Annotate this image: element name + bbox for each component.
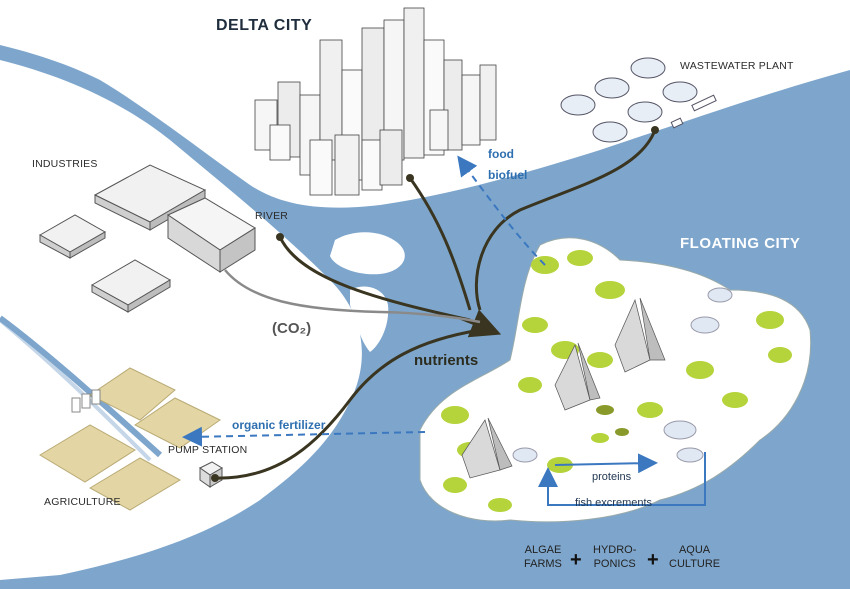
co2-label: (CO₂) [272, 320, 311, 337]
industries-label: INDUSTRIES [32, 158, 98, 170]
legend-plus-2: + [647, 549, 659, 572]
fish-excrements-label: fish excrements [575, 497, 652, 509]
legend-hydro-line2: PONICS [593, 557, 636, 571]
delta-node [406, 174, 414, 182]
legend-aquaculture: AQUA CULTURE [669, 543, 720, 571]
legend-hydroponics: HYDRO- PONICS [593, 543, 636, 571]
wastewater-node [651, 126, 659, 134]
legend-algae-farms: ALGAE FARMS [524, 543, 562, 571]
food-label: food [488, 147, 514, 161]
legend-algae-line2: FARMS [524, 557, 562, 571]
legend-aqua-line1: AQUA [669, 543, 720, 557]
river-label: RIVER [255, 210, 288, 222]
legend-algae-line1: ALGAE [524, 543, 562, 557]
legend-hydro-line1: HYDRO- [593, 543, 636, 557]
biofuel-label: biofuel [488, 168, 527, 182]
legend-aqua-line2: CULTURE [669, 557, 720, 571]
nutrients-label: nutrients [414, 352, 478, 369]
river-node [276, 233, 284, 241]
pump-station-label: PUMP STATION [168, 444, 247, 456]
agriculture-label: AGRICULTURE [44, 496, 121, 508]
legend-plus-1: + [570, 549, 582, 572]
proteins-label: proteins [592, 471, 631, 483]
delta-city-label: DELTA CITY [216, 17, 312, 35]
floating-city-label: FLOATING CITY [680, 235, 800, 252]
organic-fertilizer-label: organic fertilizer [232, 418, 325, 432]
pump-node [211, 474, 219, 482]
wastewater-plant-label: WASTEWATER PLANT [680, 60, 794, 72]
